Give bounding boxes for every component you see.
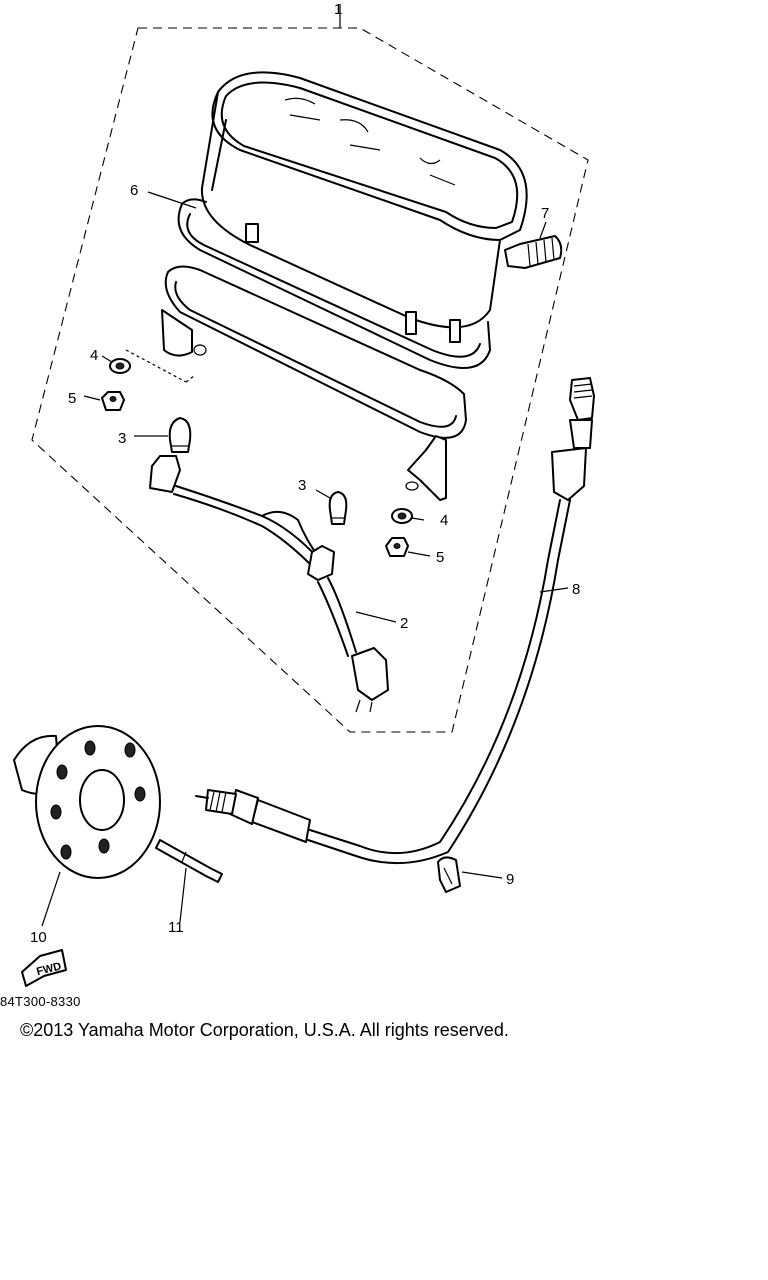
part-code: 84T300-8330 bbox=[0, 994, 81, 1009]
nut-right bbox=[385, 537, 409, 557]
copyright-notice: ©2013 Yamaha Motor Corporation, U.S.A. A… bbox=[20, 1020, 509, 1040]
callout-2: 2 bbox=[400, 615, 408, 632]
leader-6 bbox=[147, 191, 197, 209]
meter-bracket bbox=[161, 265, 467, 501]
trip-knob bbox=[504, 235, 563, 269]
hub-flange bbox=[13, 725, 161, 879]
washer-right bbox=[391, 508, 413, 524]
bulb-center bbox=[328, 491, 348, 525]
leader-7 bbox=[539, 221, 547, 239]
callout-4b: 4 bbox=[440, 512, 448, 529]
callout-5b: 5 bbox=[436, 549, 444, 566]
nut-left bbox=[101, 391, 125, 411]
speedometer-cable bbox=[195, 377, 595, 865]
fwd-label: FWD bbox=[35, 960, 62, 978]
meter-housing bbox=[200, 71, 528, 343]
bulb-left bbox=[168, 417, 192, 453]
callout-3b: 3 bbox=[298, 477, 306, 494]
drive-pin bbox=[155, 839, 223, 883]
leader-8 bbox=[539, 587, 569, 593]
assembly-boundary bbox=[31, 27, 589, 733]
callout-5a: 5 bbox=[68, 390, 76, 407]
forward-arrow-icon: FWD bbox=[21, 949, 67, 987]
callout-1: 1 bbox=[334, 1, 342, 18]
wire-harness bbox=[149, 455, 389, 713]
callout-11: 11 bbox=[168, 919, 184, 936]
callout-4a: 4 bbox=[90, 347, 98, 364]
washer-left bbox=[109, 358, 131, 374]
callout-6: 6 bbox=[130, 182, 138, 199]
callout-10: 10 bbox=[30, 929, 47, 946]
callout-7: 7 bbox=[541, 205, 549, 222]
parts-diagram: 1 6 7 bbox=[13, 1, 595, 987]
leader-2 bbox=[355, 611, 397, 623]
callout-3a: 3 bbox=[118, 430, 126, 447]
callout-8: 8 bbox=[572, 581, 580, 598]
cable-clamp bbox=[437, 856, 461, 893]
gasket bbox=[177, 198, 491, 369]
callout-9: 9 bbox=[506, 871, 514, 888]
